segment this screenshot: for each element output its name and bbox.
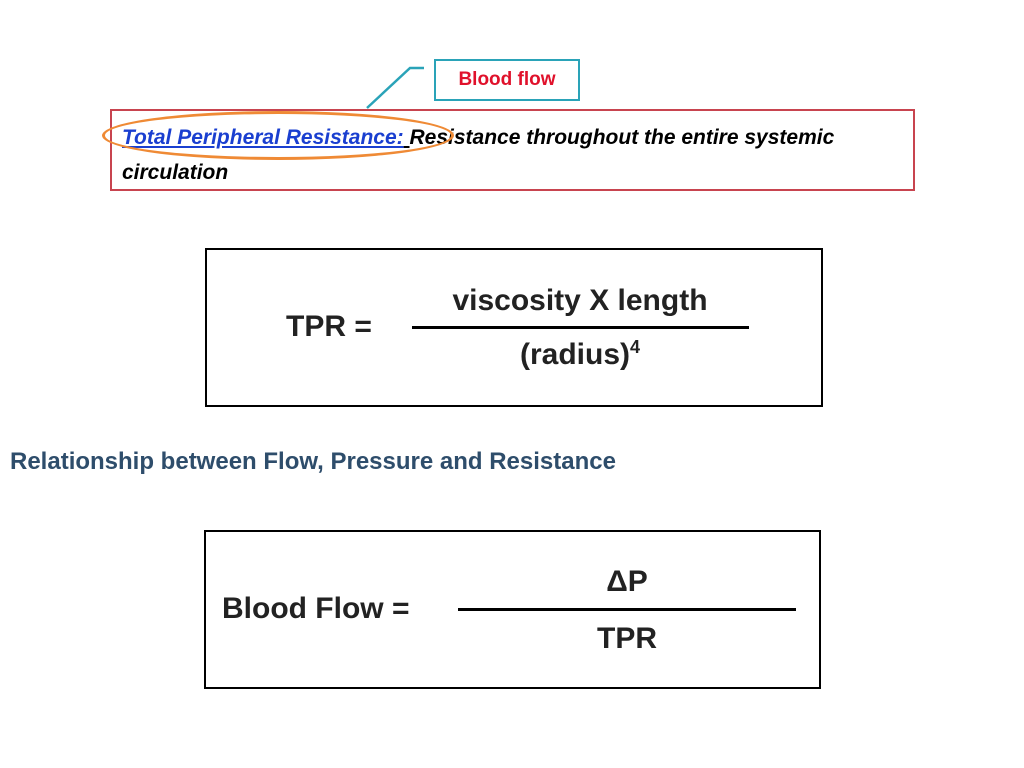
- blood-flow-formula-lhs: Blood Flow =: [222, 592, 410, 625]
- tpr-formula-denominator: (radius)4: [415, 338, 745, 372]
- tpr-formula-lhs: TPR =: [286, 310, 372, 343]
- tpr-denominator-exponent: 4: [630, 337, 641, 357]
- blood-flow-formula-numerator: ΔP: [606, 565, 648, 598]
- tpr-denominator-base: (radius): [519, 338, 630, 371]
- callout-label: Blood flow: [458, 69, 556, 90]
- term-highlight-ellipse: [102, 111, 454, 160]
- relationship-heading: Relationship between Flow, Pressure and …: [10, 448, 616, 475]
- blood-flow-fraction-bar: [458, 608, 796, 611]
- blood-flow-formula-denominator: TPR: [597, 622, 657, 655]
- blood-flow-callout: Blood flow: [434, 59, 580, 101]
- tpr-formula-numerator: viscosity X length: [452, 284, 708, 317]
- tpr-formula-box: TPR = viscosity X length (radius)4: [205, 248, 823, 407]
- blood-flow-formula-box: Blood Flow = ΔP TPR: [204, 530, 821, 689]
- tpr-fraction-bar: [412, 326, 749, 329]
- definition-text: Resistance throughout the entire systemi…: [122, 126, 835, 184]
